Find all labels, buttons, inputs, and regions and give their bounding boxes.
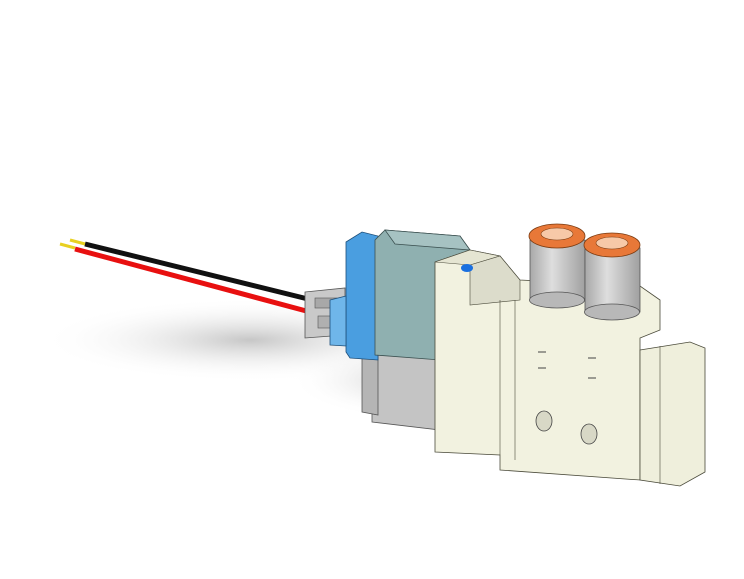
port-hole	[535, 410, 553, 432]
end-plate	[639, 341, 706, 487]
light-cover-blue	[329, 231, 379, 361]
port-hole	[580, 423, 598, 445]
push-in-fitting	[528, 223, 586, 309]
push-in-fitting	[583, 232, 641, 321]
indicator-dot	[461, 264, 473, 272]
lead-wires	[59, 238, 313, 315]
